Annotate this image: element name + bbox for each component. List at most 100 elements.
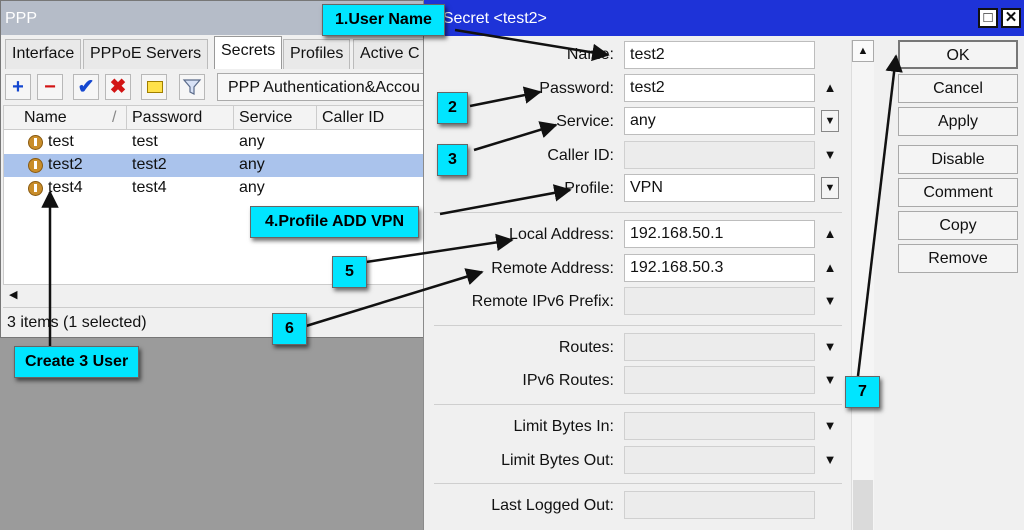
routes-expand-icon[interactable]: ▼: [823, 339, 837, 354]
section-divider: [434, 483, 842, 484]
status-bar: 3 items (1 selected): [3, 307, 429, 337]
ipv6-routes-label: IPv6 Routes:: [522, 372, 614, 389]
remove-button[interactable]: −: [37, 74, 63, 100]
ok-button[interactable]: OK: [898, 40, 1018, 69]
tab-profiles[interactable]: Profiles: [283, 39, 351, 69]
ppp-title: PPP: [5, 10, 38, 27]
maximize-icon[interactable]: □: [978, 8, 998, 28]
copy-button[interactable]: Copy: [898, 211, 1018, 240]
routes-field[interactable]: [624, 333, 815, 361]
remote-address-label: Remote Address:: [491, 260, 614, 277]
add-button[interactable]: +: [5, 74, 31, 100]
row-name: test4: [48, 179, 83, 196]
caller-id-expand-icon[interactable]: ▼: [823, 147, 837, 162]
ppp-secret-window: P Secret <test2> □ ✕ Name: test2 Passwor…: [423, 0, 1024, 530]
comment-button[interactable]: Comment: [898, 178, 1018, 207]
disable-button[interactable]: Disable: [898, 145, 1018, 174]
table-row-selected[interactable]: test2 test2 any: [4, 154, 428, 177]
apply-button[interactable]: Apply: [898, 107, 1018, 136]
section-divider: [434, 212, 842, 213]
caller-id-label: Caller ID:: [547, 147, 614, 164]
limit-bytes-out-expand-icon[interactable]: ▼: [823, 452, 837, 467]
row-service: any: [239, 156, 265, 173]
callout-service: 3: [437, 144, 468, 176]
horizontal-scrollbar[interactable]: ◀: [3, 285, 429, 305]
column-header-service[interactable]: Service: [239, 109, 293, 126]
callout-password: 2: [437, 92, 468, 124]
table-header: Name / Password Service Caller ID: [4, 106, 428, 130]
secret-title-bar[interactable]: P Secret <test2> □ ✕: [424, 0, 1024, 36]
remove-button[interactable]: Remove: [898, 244, 1018, 273]
profile-dropdown-icon[interactable]: ▼: [821, 177, 839, 199]
limit-bytes-in-expand-icon[interactable]: ▼: [823, 418, 837, 433]
close-icon[interactable]: ✕: [1001, 8, 1021, 28]
limit-bytes-out-label: Limit Bytes Out:: [501, 452, 614, 469]
table-row[interactable]: test4 test4 any: [4, 177, 428, 200]
comment-button[interactable]: [141, 74, 167, 100]
section-divider: [434, 404, 842, 405]
ppp-window: PPP Interface PPPoE Servers Secrets Prof…: [0, 0, 437, 338]
vertical-scrollbar[interactable]: ▲: [851, 40, 874, 530]
scrollbar-thumb[interactable]: [853, 480, 873, 530]
column-header-caller-id[interactable]: Caller ID: [322, 109, 385, 126]
name-label: Name:: [566, 46, 614, 63]
service-label: Service:: [556, 113, 614, 130]
comment-icon: [147, 81, 163, 93]
ppp-toolbar: + − ✔ ✖ PPP Authentication&Accou: [1, 71, 437, 103]
remote-ipv6-prefix-expand-icon[interactable]: ▼: [823, 293, 837, 308]
enable-button[interactable]: ✔: [73, 74, 99, 100]
ipv6-routes-field[interactable]: [624, 366, 815, 394]
row-name: test: [48, 133, 74, 150]
service-select[interactable]: any: [624, 107, 815, 135]
tab-interface[interactable]: Interface: [5, 39, 82, 69]
limit-bytes-out-field[interactable]: [624, 446, 815, 474]
user-icon: [28, 181, 43, 196]
row-name: test2: [48, 156, 83, 173]
caller-id-field[interactable]: [624, 141, 815, 169]
column-divider: [233, 106, 234, 130]
limit-bytes-in-field[interactable]: [624, 412, 815, 440]
column-header-name[interactable]: Name: [24, 109, 67, 126]
local-address-field[interactable]: 192.168.50.1: [624, 220, 815, 248]
table-row[interactable]: test test any: [4, 131, 428, 154]
scroll-up-icon[interactable]: ▲: [852, 40, 874, 62]
remote-address-field[interactable]: 192.168.50.3: [624, 254, 815, 282]
callout-profile-add-vpn: 4.Profile ADD VPN: [250, 206, 419, 238]
local-address-label: Local Address:: [509, 226, 614, 243]
remote-address-collapse-icon[interactable]: ▲: [823, 260, 837, 275]
tab-pppoe-servers[interactable]: PPPoE Servers: [83, 39, 209, 69]
limit-bytes-in-label: Limit Bytes In:: [513, 418, 614, 435]
routes-label: Routes:: [558, 339, 614, 356]
tab-active-connections[interactable]: Active C: [353, 39, 427, 69]
filter-button[interactable]: [179, 74, 205, 100]
last-logged-out-label: Last Logged Out:: [491, 497, 614, 514]
status-text: 3 items (1 selected): [7, 314, 147, 331]
password-collapse-icon[interactable]: ▲: [823, 80, 837, 95]
callout-user-name: 1.User Name: [322, 4, 445, 36]
profile-select[interactable]: VPN: [624, 174, 815, 202]
remote-ipv6-prefix-label: Remote IPv6 Prefix:: [471, 293, 614, 310]
user-icon: [28, 135, 43, 150]
local-address-collapse-icon[interactable]: ▲: [823, 226, 837, 241]
row-password: test2: [132, 156, 167, 173]
scroll-left-icon[interactable]: ◀: [9, 289, 18, 301]
row-password: test: [132, 133, 158, 150]
remote-ipv6-prefix-field[interactable]: [624, 287, 815, 315]
password-field[interactable]: test2: [624, 74, 815, 102]
secret-title: P Secret <test2>: [428, 10, 547, 27]
service-dropdown-icon[interactable]: ▼: [821, 110, 839, 132]
ppp-authentication-accounting-button[interactable]: PPP Authentication&Accou: [217, 73, 437, 101]
secrets-table: Name / Password Service Caller ID test t…: [3, 105, 429, 285]
user-icon: [28, 158, 43, 173]
cancel-button[interactable]: Cancel: [898, 74, 1018, 103]
disable-button[interactable]: ✖: [105, 74, 131, 100]
tab-secrets[interactable]: Secrets: [214, 36, 283, 69]
ipv6-routes-expand-icon[interactable]: ▼: [823, 372, 837, 387]
row-service: any: [239, 179, 265, 196]
name-field[interactable]: test2: [624, 41, 815, 69]
row-password: test4: [132, 179, 167, 196]
column-divider: [126, 106, 127, 130]
column-header-password[interactable]: Password: [132, 109, 203, 126]
password-label: Password:: [539, 80, 614, 97]
row-service: any: [239, 133, 265, 150]
